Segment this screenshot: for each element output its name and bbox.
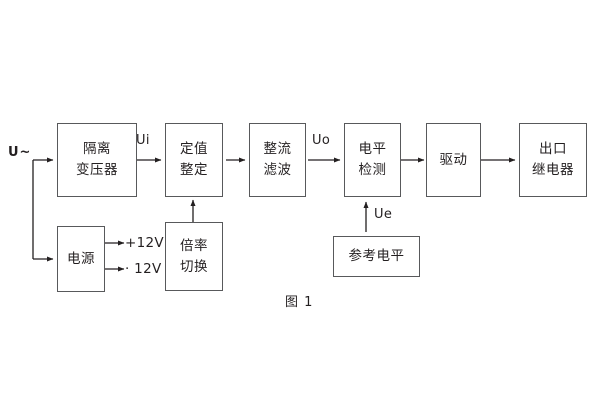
block-multiplier-switch: 倍率 切换 xyxy=(165,222,223,291)
block-drive: 驱动 xyxy=(426,123,481,197)
block-line: 滤波 xyxy=(263,162,292,178)
block-output-relay: 出口 继电器 xyxy=(519,123,587,197)
block-line: 检测 xyxy=(358,162,387,178)
figure-caption: 图 1 xyxy=(285,295,314,310)
block-power-supply: 电源 xyxy=(57,226,105,292)
block-line: 整定 xyxy=(180,162,208,178)
source-label: U~ xyxy=(8,145,32,160)
block-line: 倍率 xyxy=(180,237,208,254)
block-line: 电平 xyxy=(358,141,387,158)
block-line: 整流 xyxy=(263,141,292,158)
block-line: 切换 xyxy=(180,258,208,275)
block-line: 定值 xyxy=(180,141,208,158)
signal-label-ui: Ui xyxy=(136,133,150,148)
signal-label-ue: Ue xyxy=(374,207,393,222)
block-isolation-transformer: 隔离 变压器 xyxy=(57,123,137,197)
block-line: 参考电平 xyxy=(348,248,405,265)
rail-label-positive: +12V xyxy=(125,235,164,251)
block-line: 电源 xyxy=(67,250,95,267)
block-reference-level: 参考电平 xyxy=(333,236,420,277)
block-rectifier-filter: 整流 滤波 xyxy=(249,123,306,197)
block-line: 出口 xyxy=(539,141,567,158)
block-level-detection: 电平 检测 xyxy=(344,123,401,197)
block-setting-value: 定值 整定 xyxy=(165,123,223,197)
block-line: 隔离 xyxy=(83,141,111,158)
block-line: 驱动 xyxy=(439,151,468,168)
rail-label-negative: · 12V xyxy=(125,261,162,277)
block-line: 变压器 xyxy=(76,162,118,178)
signal-label-uo: Uo xyxy=(312,133,331,148)
block-line: 继电器 xyxy=(532,162,574,178)
